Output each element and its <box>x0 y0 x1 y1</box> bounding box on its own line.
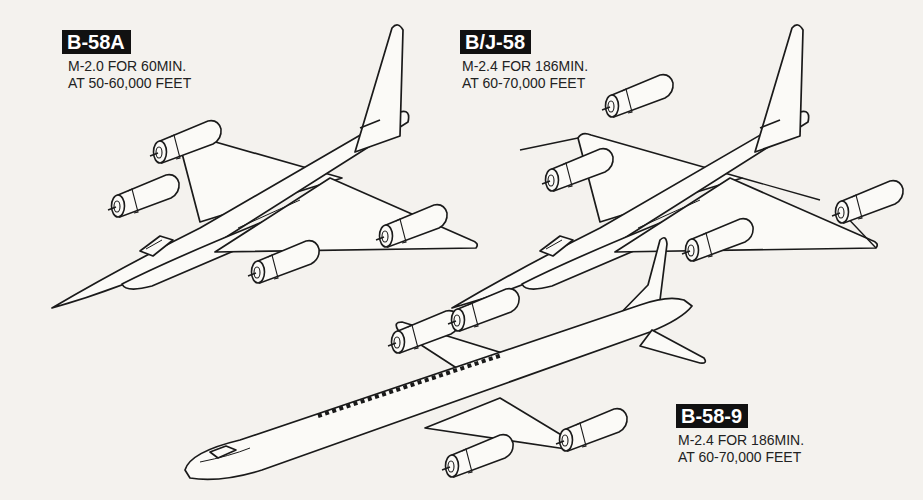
name-tag: B-58A <box>62 30 131 54</box>
performance-note: M-2.4 FOR 186MIN. AT 60-70,000 FEET <box>462 58 595 92</box>
aircraft-name: B/J-58 <box>465 31 525 53</box>
name-tag: B-58-9 <box>676 404 748 428</box>
aircraft-name: B-58-9 <box>681 405 742 427</box>
performance-note: M-2.0 FOR 60MIN. AT 50-60,000 FEET <box>68 58 201 92</box>
name-tag: B/J-58 <box>460 30 531 54</box>
aircraft-name: B-58A <box>67 31 125 53</box>
performance-note: M-2.4 FOR 186MIN. AT 60-70,000 FEET <box>678 432 811 466</box>
